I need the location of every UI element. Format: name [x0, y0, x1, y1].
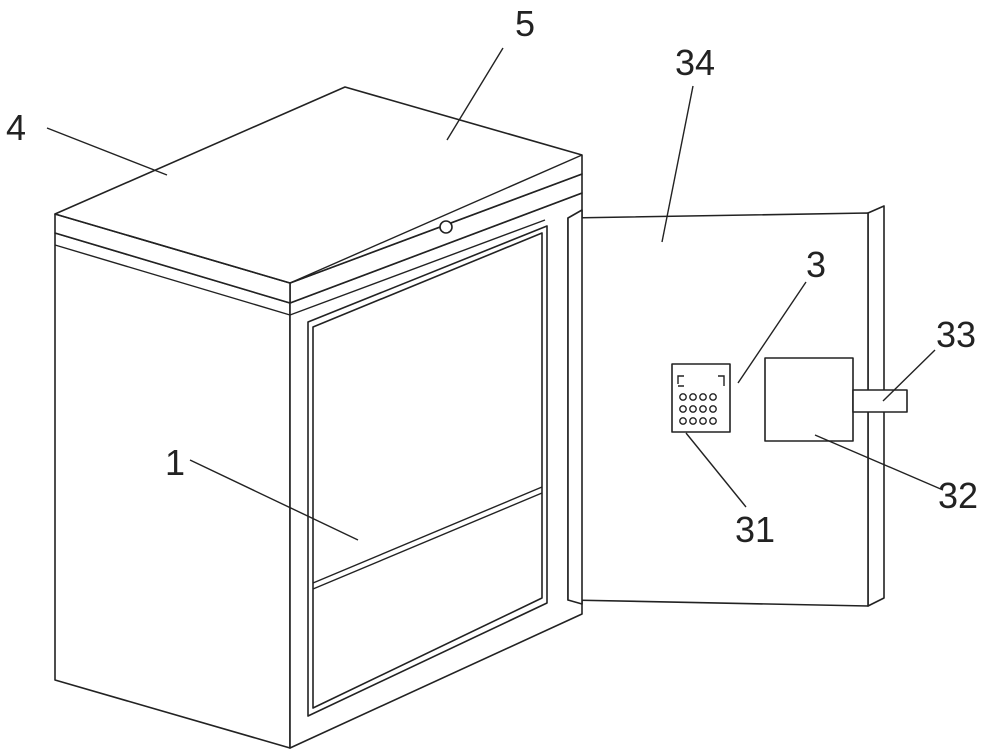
keypad-lock	[672, 364, 730, 432]
label-3: 3	[806, 244, 826, 285]
cabinet-body	[55, 87, 582, 748]
label-33: 33	[936, 314, 976, 355]
lock-bolt	[853, 390, 907, 412]
label-34: 34	[675, 42, 715, 83]
label-32: 32	[938, 475, 978, 516]
leader-33	[883, 350, 935, 401]
label-5: 5	[515, 3, 535, 44]
label-31: 31	[735, 509, 775, 550]
label-1: 1	[165, 442, 185, 483]
leader-4	[47, 128, 167, 175]
lid-lock-icon	[440, 221, 452, 233]
lock-box	[765, 358, 853, 441]
door-hinge-side	[568, 210, 582, 604]
label-4: 4	[6, 107, 26, 148]
